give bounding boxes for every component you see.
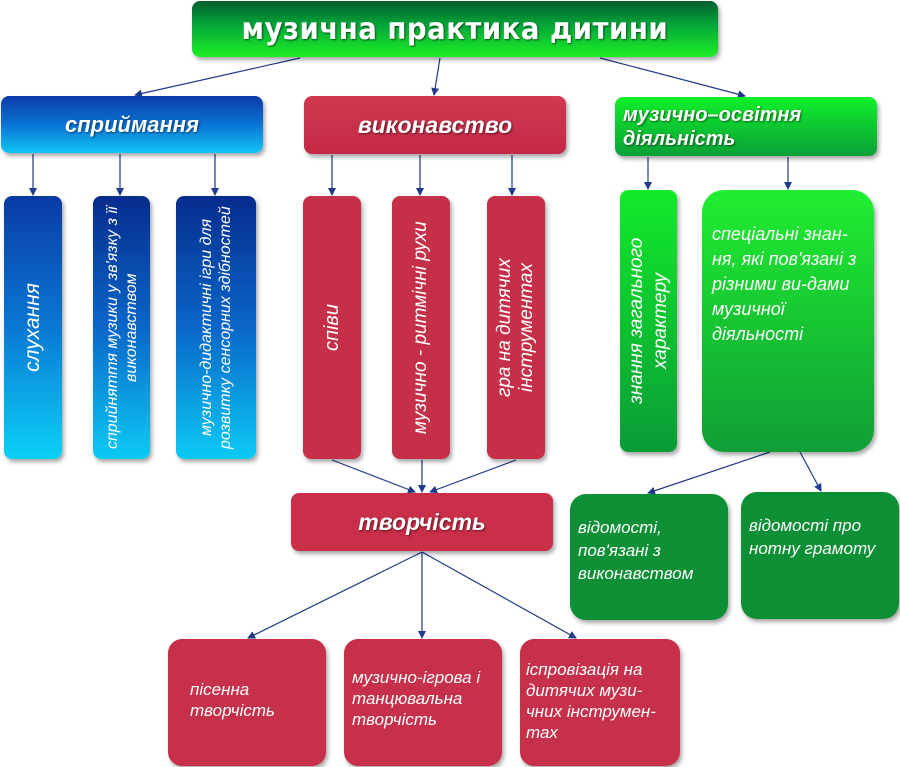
performance-item-rhythmic-movement-label: музично - ритмічні рухи <box>410 221 431 434</box>
perception-item-didactic-games: музично-дидактичні ігри для розвитку сен… <box>176 196 256 459</box>
education-leaf-notation-info-label: відомості про нотну грамоту <box>749 516 876 558</box>
arrow-special-performance-info <box>647 451 771 495</box>
performance-header: виконавство <box>304 96 566 154</box>
performance-item-singing: співи <box>303 196 361 459</box>
education-leaf-performance-info: відомості, пов'язані з виконавством <box>570 494 728 620</box>
creativity-item-improvisation-label: іспровізація на дитячих музи-чних інстру… <box>526 660 656 742</box>
perception-item-didactic-games-label: музично-дидактичні ігри для розвитку сен… <box>198 206 234 449</box>
performance-item-instruments: гра на дитячих інструментах <box>487 196 545 459</box>
perception-item-listening-label: слухання <box>21 283 44 372</box>
education-leaf-notation-info: відомості про нотну грамоту <box>741 492 899 619</box>
performance-header-label: виконавство <box>357 111 513 138</box>
creativity-header: творчість <box>291 493 553 551</box>
creativity-item-dance-label: музично-ігрова і танцювальна творчість <box>352 668 481 729</box>
education-header: музично–освітня діяльність <box>615 97 877 156</box>
education-header-label: музично–освітня діяльність <box>623 103 802 150</box>
performance-item-rhythmic-movement: музично - ритмічні рухи <box>392 196 450 459</box>
performance-item-singing-label: співи <box>320 303 343 351</box>
perception-header-label: сприймання <box>64 111 200 137</box>
creativity-item-song-label: пісенна творчість <box>190 680 275 720</box>
education-item-special-knowledge-label: спеціальні знан-ня, які пов'язані з різн… <box>712 224 857 344</box>
perception-header: сприймання <box>1 96 263 153</box>
diagram-title-box: музична практика дитини <box>192 1 718 57</box>
arrow-instruments-creativity <box>429 459 517 494</box>
diagram-title: музична практика дитини <box>241 11 669 47</box>
arrow-special-notation-info <box>799 451 822 492</box>
arrow-title-perception <box>134 57 301 98</box>
arrow-creativity-song <box>247 551 423 639</box>
education-item-general-knowledge: знання загального характеру <box>620 190 677 452</box>
arrow-singing-creativity <box>331 459 416 494</box>
creativity-item-improvisation: іспровізація на дитячих музи-чних інстру… <box>520 639 680 766</box>
creativity-item-song: пісенна творчість <box>168 639 326 766</box>
creativity-item-dance: музично-ігрова і танцювальна творчість <box>344 639 502 766</box>
education-leaf-performance-info-label: відомості, пов'язані з виконавством <box>578 518 694 583</box>
arrow-creativity-improv <box>421 551 577 639</box>
arrow-title-performance <box>431 57 441 96</box>
education-item-general-knowledge-label: знання загального характеру <box>625 237 671 405</box>
perception-item-music-perception: сприйняття музики у зв'язку з її виконав… <box>93 196 150 459</box>
education-item-special-knowledge: спеціальні знан-ня, які пов'язані з різн… <box>702 190 874 452</box>
arrow-title-education <box>599 57 746 99</box>
perception-item-music-perception-label: сприйняття музики у зв'язку з її виконав… <box>103 206 140 449</box>
performance-item-instruments-label: гра на дитячих інструментах <box>494 258 537 397</box>
creativity-header-label: творчість <box>358 508 486 535</box>
perception-item-listening: слухання <box>4 196 62 459</box>
